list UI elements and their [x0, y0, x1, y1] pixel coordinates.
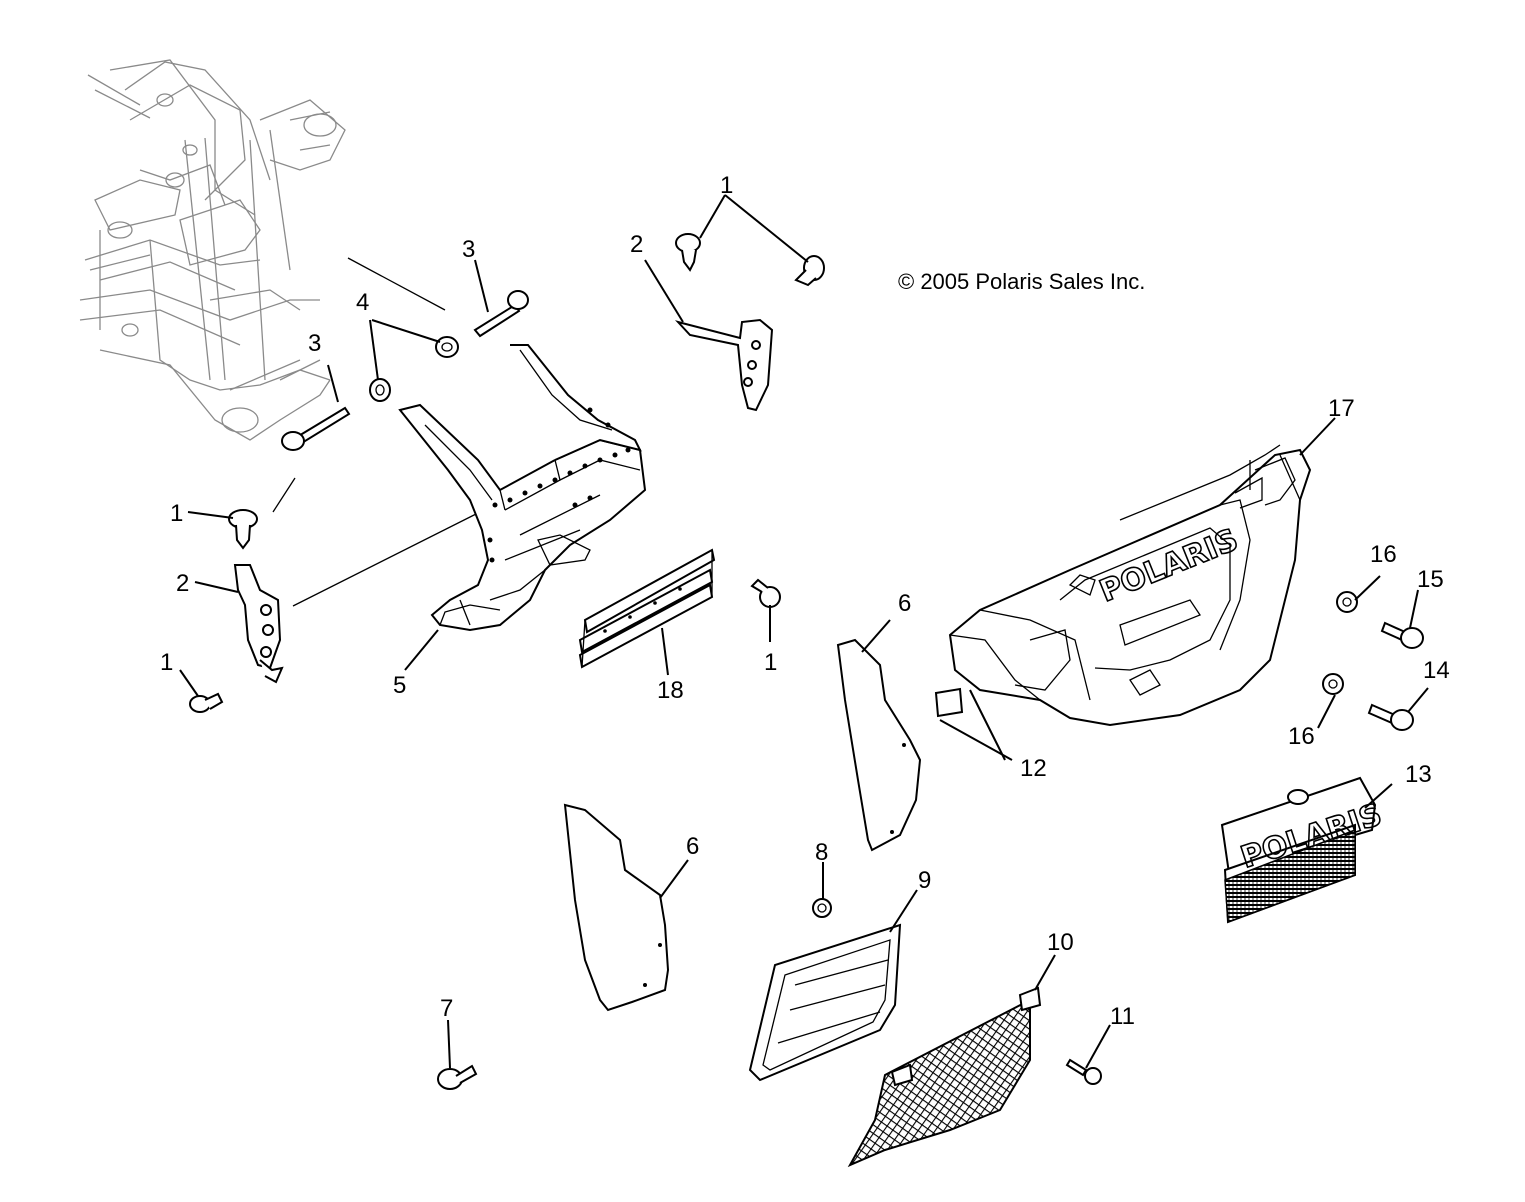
callout-7: 7 [440, 995, 453, 1022]
fastener-1e-pushpin [750, 578, 781, 608]
part-2b-bracket [674, 318, 774, 412]
part-13-grille-panel: POLARIS [1220, 776, 1387, 924]
callout-labels: 1 1 1 1 2 2 3 3 4 5 6 6 7 8 9 10 11 12 1… [160, 172, 1450, 1030]
callout-2: 2 [176, 570, 189, 597]
callout-3: 3 [308, 330, 321, 357]
callout-1: 1 [764, 649, 777, 676]
fastener-1c-pushpin [675, 233, 701, 272]
callout-16: 16 [1288, 723, 1315, 750]
leader-lines [179, 194, 1429, 1069]
part-6-side-panel-right [836, 638, 922, 852]
part-5-bumper-mount [398, 344, 647, 632]
callout-16: 16 [1370, 541, 1397, 568]
part-18-rail [578, 548, 716, 669]
callout-9: 9 [918, 867, 931, 894]
part-4-nut [435, 336, 459, 358]
callout-6: 6 [898, 590, 911, 617]
part-16a-washer [1336, 591, 1358, 613]
part-8-grommet [812, 898, 832, 918]
callout-1: 1 [160, 649, 173, 676]
part-2a-bracket [233, 564, 284, 684]
callout-1: 1 [720, 172, 733, 199]
part-17-front-bumper: POLARIS [948, 444, 1312, 727]
callout-17: 17 [1328, 395, 1355, 422]
part-7-pushpin [437, 1064, 478, 1090]
part-9-grille-frame [748, 923, 902, 1082]
callout-4: 4 [356, 289, 369, 316]
callout-5: 5 [393, 672, 406, 699]
callout-14: 14 [1423, 657, 1450, 684]
part-15-bolt [1380, 621, 1424, 649]
callout-15: 15 [1417, 566, 1444, 593]
part-3a-bolt [281, 406, 351, 451]
part-12-label [934, 687, 964, 718]
part-14-bolt [1367, 703, 1414, 731]
fastener-1b-pushpin [189, 692, 224, 713]
vehicle-frame [79, 59, 346, 441]
fastener-1d-pushpin [794, 255, 825, 287]
callout-11: 11 [1110, 1003, 1135, 1030]
callout-2: 2 [630, 231, 643, 258]
part-4-washer [369, 378, 391, 402]
callout-10: 10 [1047, 929, 1074, 956]
part-16b-washer [1322, 673, 1344, 695]
callout-13: 13 [1405, 761, 1432, 788]
callout-3: 3 [462, 236, 475, 263]
fastener-1a-pushpin [228, 509, 258, 550]
part-3b-bolt [473, 290, 529, 338]
part-6-side-panel-left [563, 803, 670, 1012]
callout-6: 6 [686, 833, 699, 860]
part-11-screw [1065, 1058, 1102, 1085]
part-10-mesh-screen [847, 986, 1042, 1168]
alignment-lines [272, 257, 481, 607]
copyright-notice: © 2005 Polaris Sales Inc. [898, 269, 1145, 294]
callout-8: 8 [815, 839, 828, 866]
callout-1: 1 [170, 500, 183, 527]
callout-12: 12 [1020, 755, 1047, 782]
callout-18: 18 [657, 677, 684, 704]
